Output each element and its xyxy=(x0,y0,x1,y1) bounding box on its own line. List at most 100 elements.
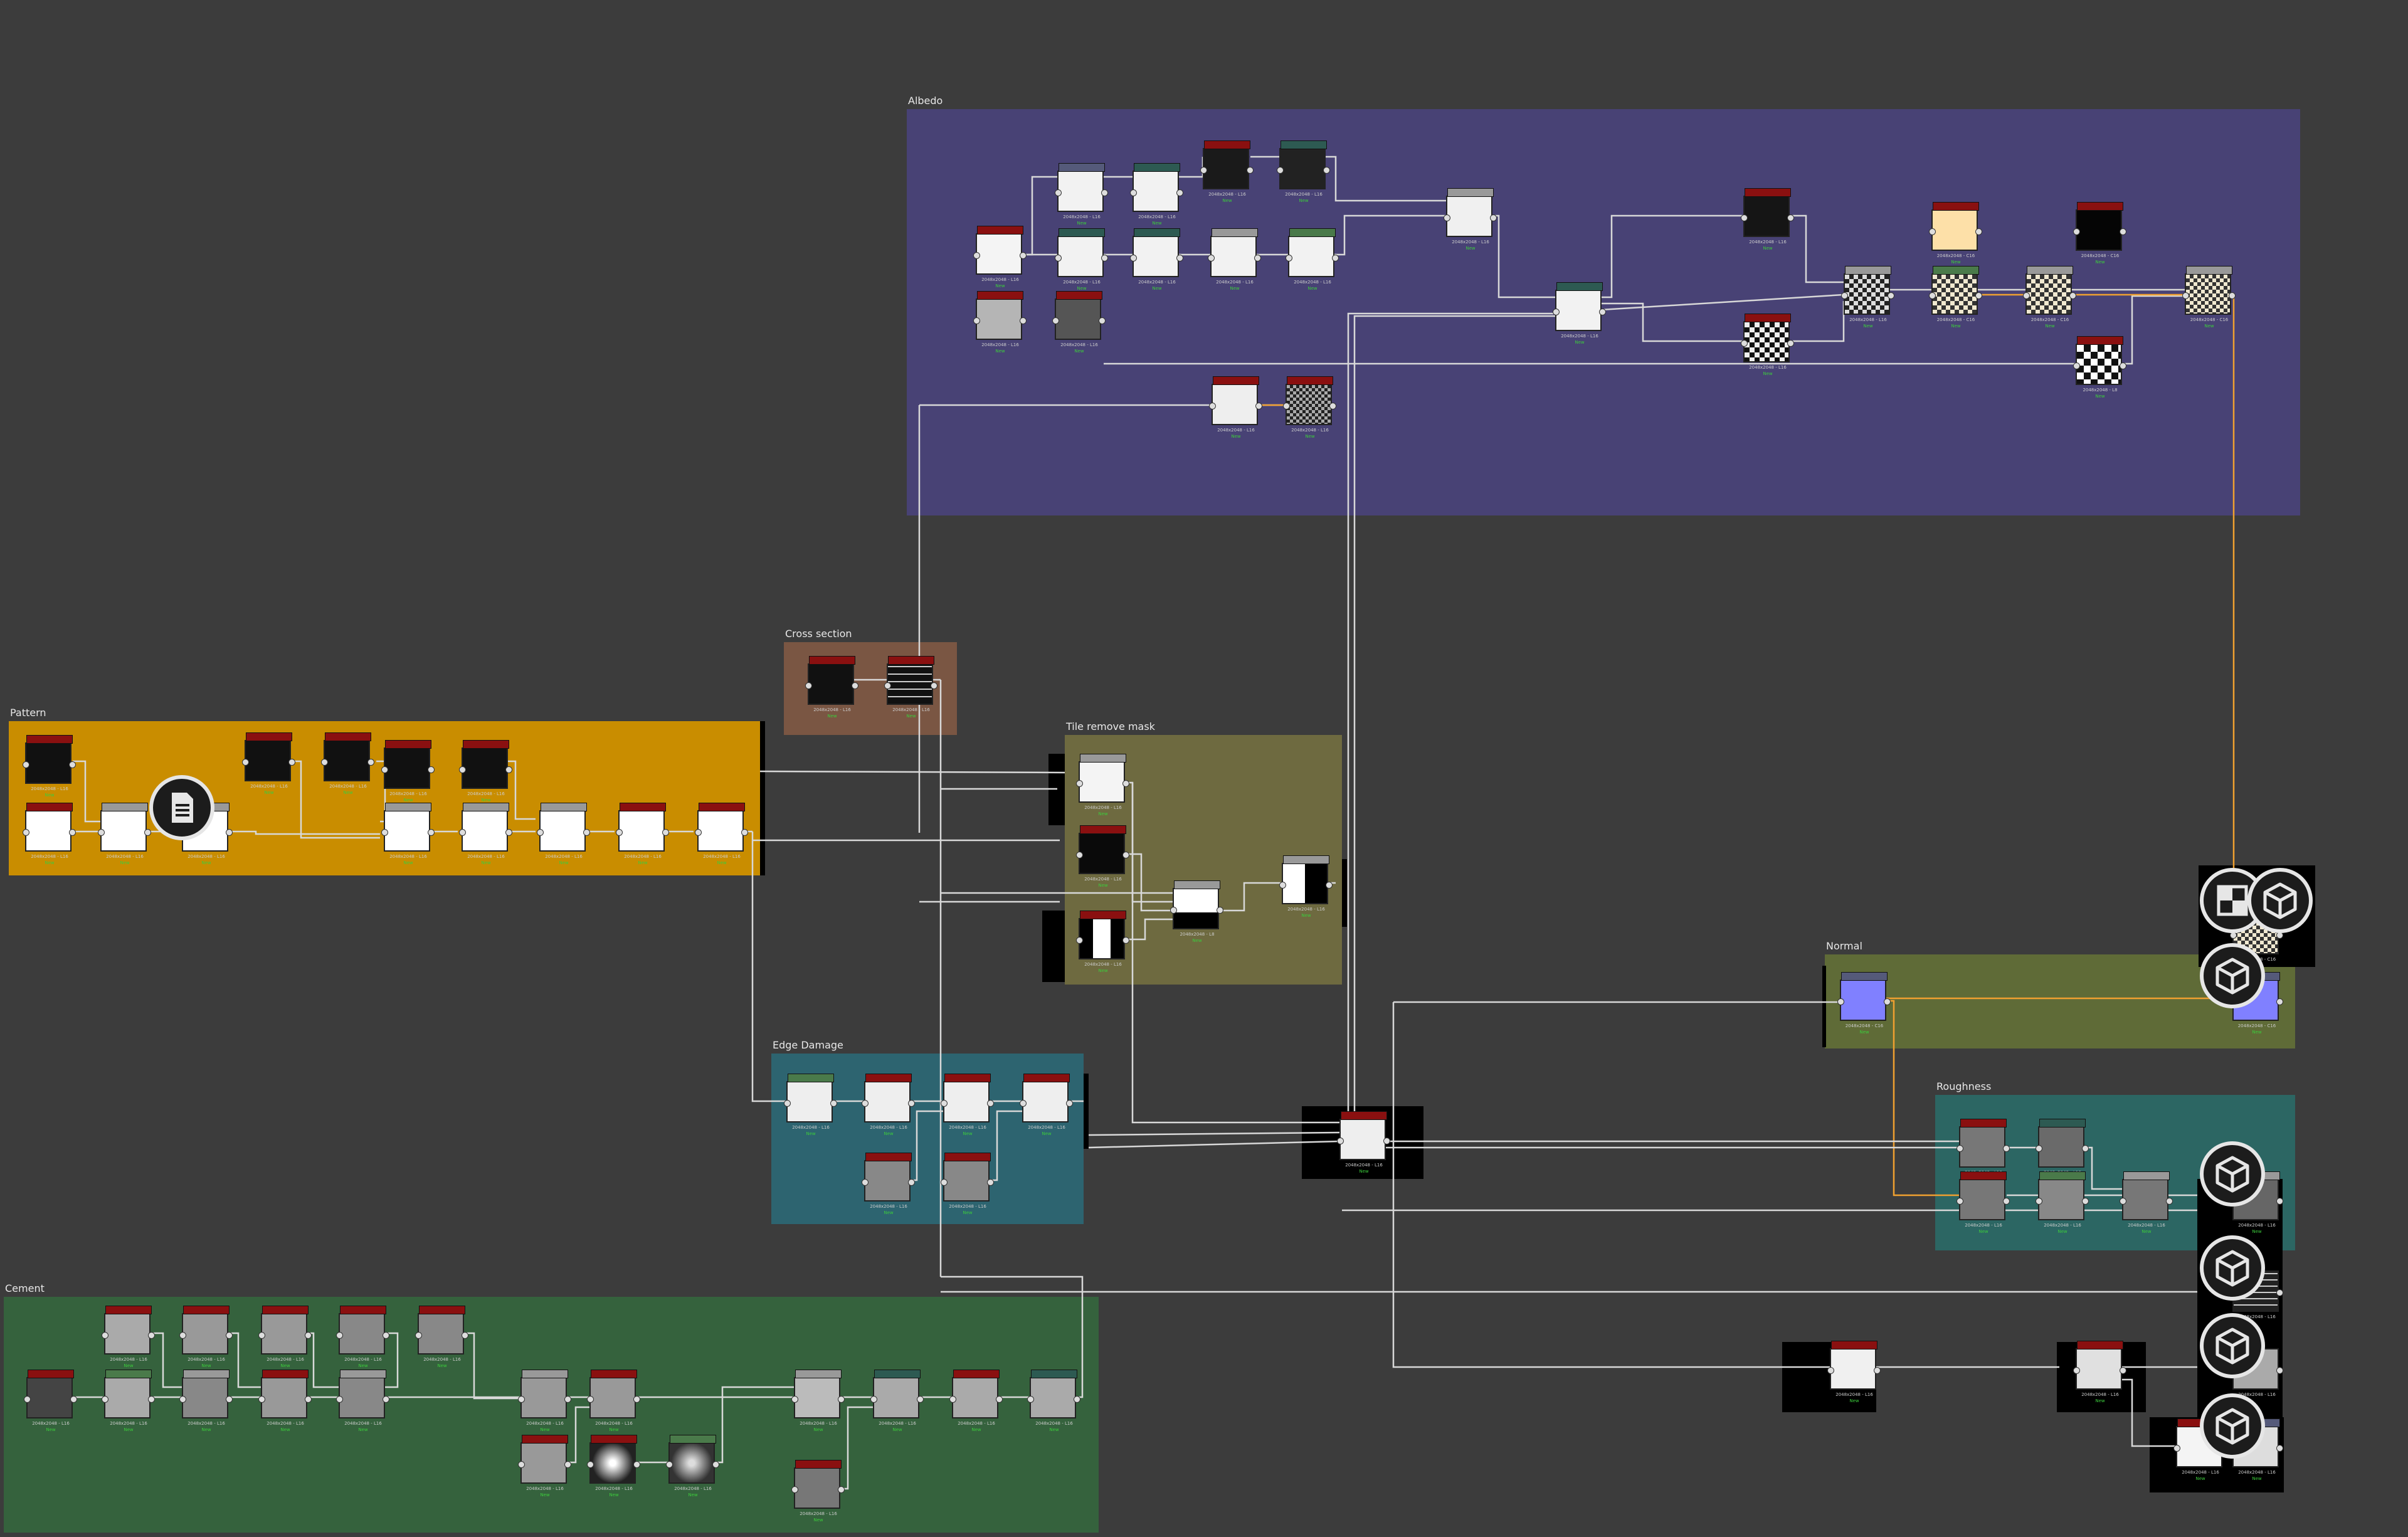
input-pin[interactable] xyxy=(666,1461,673,1468)
output-pin[interactable] xyxy=(1176,189,1183,196)
output-pin[interactable] xyxy=(1122,937,1129,944)
output-pin[interactable] xyxy=(2120,228,2126,235)
output-pin[interactable] xyxy=(505,829,512,836)
output-pin[interactable] xyxy=(996,1396,1003,1403)
output-pin[interactable] xyxy=(305,1396,312,1403)
input-pin[interactable] xyxy=(1956,1198,1963,1205)
input-pin[interactable] xyxy=(23,829,29,836)
input-pin[interactable] xyxy=(2023,292,2030,299)
input-pin[interactable] xyxy=(616,829,623,836)
input-pin[interactable] xyxy=(949,1396,956,1403)
output-pin[interactable] xyxy=(1020,317,1027,324)
input-pin[interactable] xyxy=(518,1396,525,1403)
output-pin[interactable] xyxy=(1101,255,1108,261)
input-pin[interactable] xyxy=(518,1461,525,1468)
output-pin[interactable] xyxy=(226,1396,233,1403)
input-pin[interactable] xyxy=(870,1396,877,1403)
input-pin[interactable] xyxy=(884,682,891,689)
output-pin[interactable] xyxy=(1490,214,1497,221)
output-pin[interactable] xyxy=(305,1332,312,1339)
output-pin[interactable] xyxy=(70,1396,77,1403)
output-pin[interactable] xyxy=(564,1396,571,1403)
input-pin[interactable] xyxy=(1283,403,1290,409)
input-pin[interactable] xyxy=(1130,255,1137,261)
output-pin[interactable] xyxy=(2276,998,2283,1005)
output-pin[interactable] xyxy=(1787,340,1794,347)
input-pin[interactable] xyxy=(459,766,466,773)
output-pin[interactable] xyxy=(288,759,295,766)
output-pin[interactable] xyxy=(367,759,374,766)
output-pin[interactable] xyxy=(1247,167,1254,174)
output-pin[interactable] xyxy=(830,1100,837,1107)
output-pin[interactable] xyxy=(1332,255,1339,261)
input-pin[interactable] xyxy=(2182,292,2189,299)
input-pin[interactable] xyxy=(2073,228,2080,235)
output-pin[interactable] xyxy=(2003,1198,2010,1205)
output-pin[interactable] xyxy=(1099,317,1106,324)
input-pin[interactable] xyxy=(179,1396,186,1403)
input-pin[interactable] xyxy=(1837,998,1844,1005)
output-pin[interactable] xyxy=(428,829,435,836)
output-pin[interactable] xyxy=(564,1461,571,1468)
output-pin[interactable] xyxy=(838,1396,845,1403)
input-pin[interactable] xyxy=(1055,189,1062,196)
input-pin[interactable] xyxy=(459,829,466,836)
output-pin[interactable] xyxy=(462,1332,468,1339)
input-pin[interactable] xyxy=(1741,340,1748,347)
output-button[interactable] xyxy=(2200,1235,2265,1301)
input-pin[interactable] xyxy=(587,1396,594,1403)
output-pin[interactable] xyxy=(1323,167,1330,174)
output-pin[interactable] xyxy=(838,1486,845,1493)
input-pin[interactable] xyxy=(791,1396,798,1403)
output-pin[interactable] xyxy=(987,1179,994,1186)
output-pin[interactable] xyxy=(2276,1198,2283,1205)
output-pin[interactable] xyxy=(2166,1198,2173,1205)
input-pin[interactable] xyxy=(98,829,105,836)
input-pin[interactable] xyxy=(862,1179,869,1186)
output-pin[interactable] xyxy=(2069,292,2076,299)
input-pin[interactable] xyxy=(1170,907,1177,914)
input-pin[interactable] xyxy=(2073,1367,2080,1374)
input-pin[interactable] xyxy=(941,1179,948,1186)
input-pin[interactable] xyxy=(258,1332,265,1339)
input-pin[interactable] xyxy=(1956,1145,1963,1152)
input-pin[interactable] xyxy=(23,761,29,768)
input-pin[interactable] xyxy=(784,1100,791,1107)
input-pin[interactable] xyxy=(1444,214,1450,221)
output-button[interactable] xyxy=(2200,1313,2265,1378)
input-pin[interactable] xyxy=(1827,1367,1834,1374)
input-pin[interactable] xyxy=(1841,292,1848,299)
